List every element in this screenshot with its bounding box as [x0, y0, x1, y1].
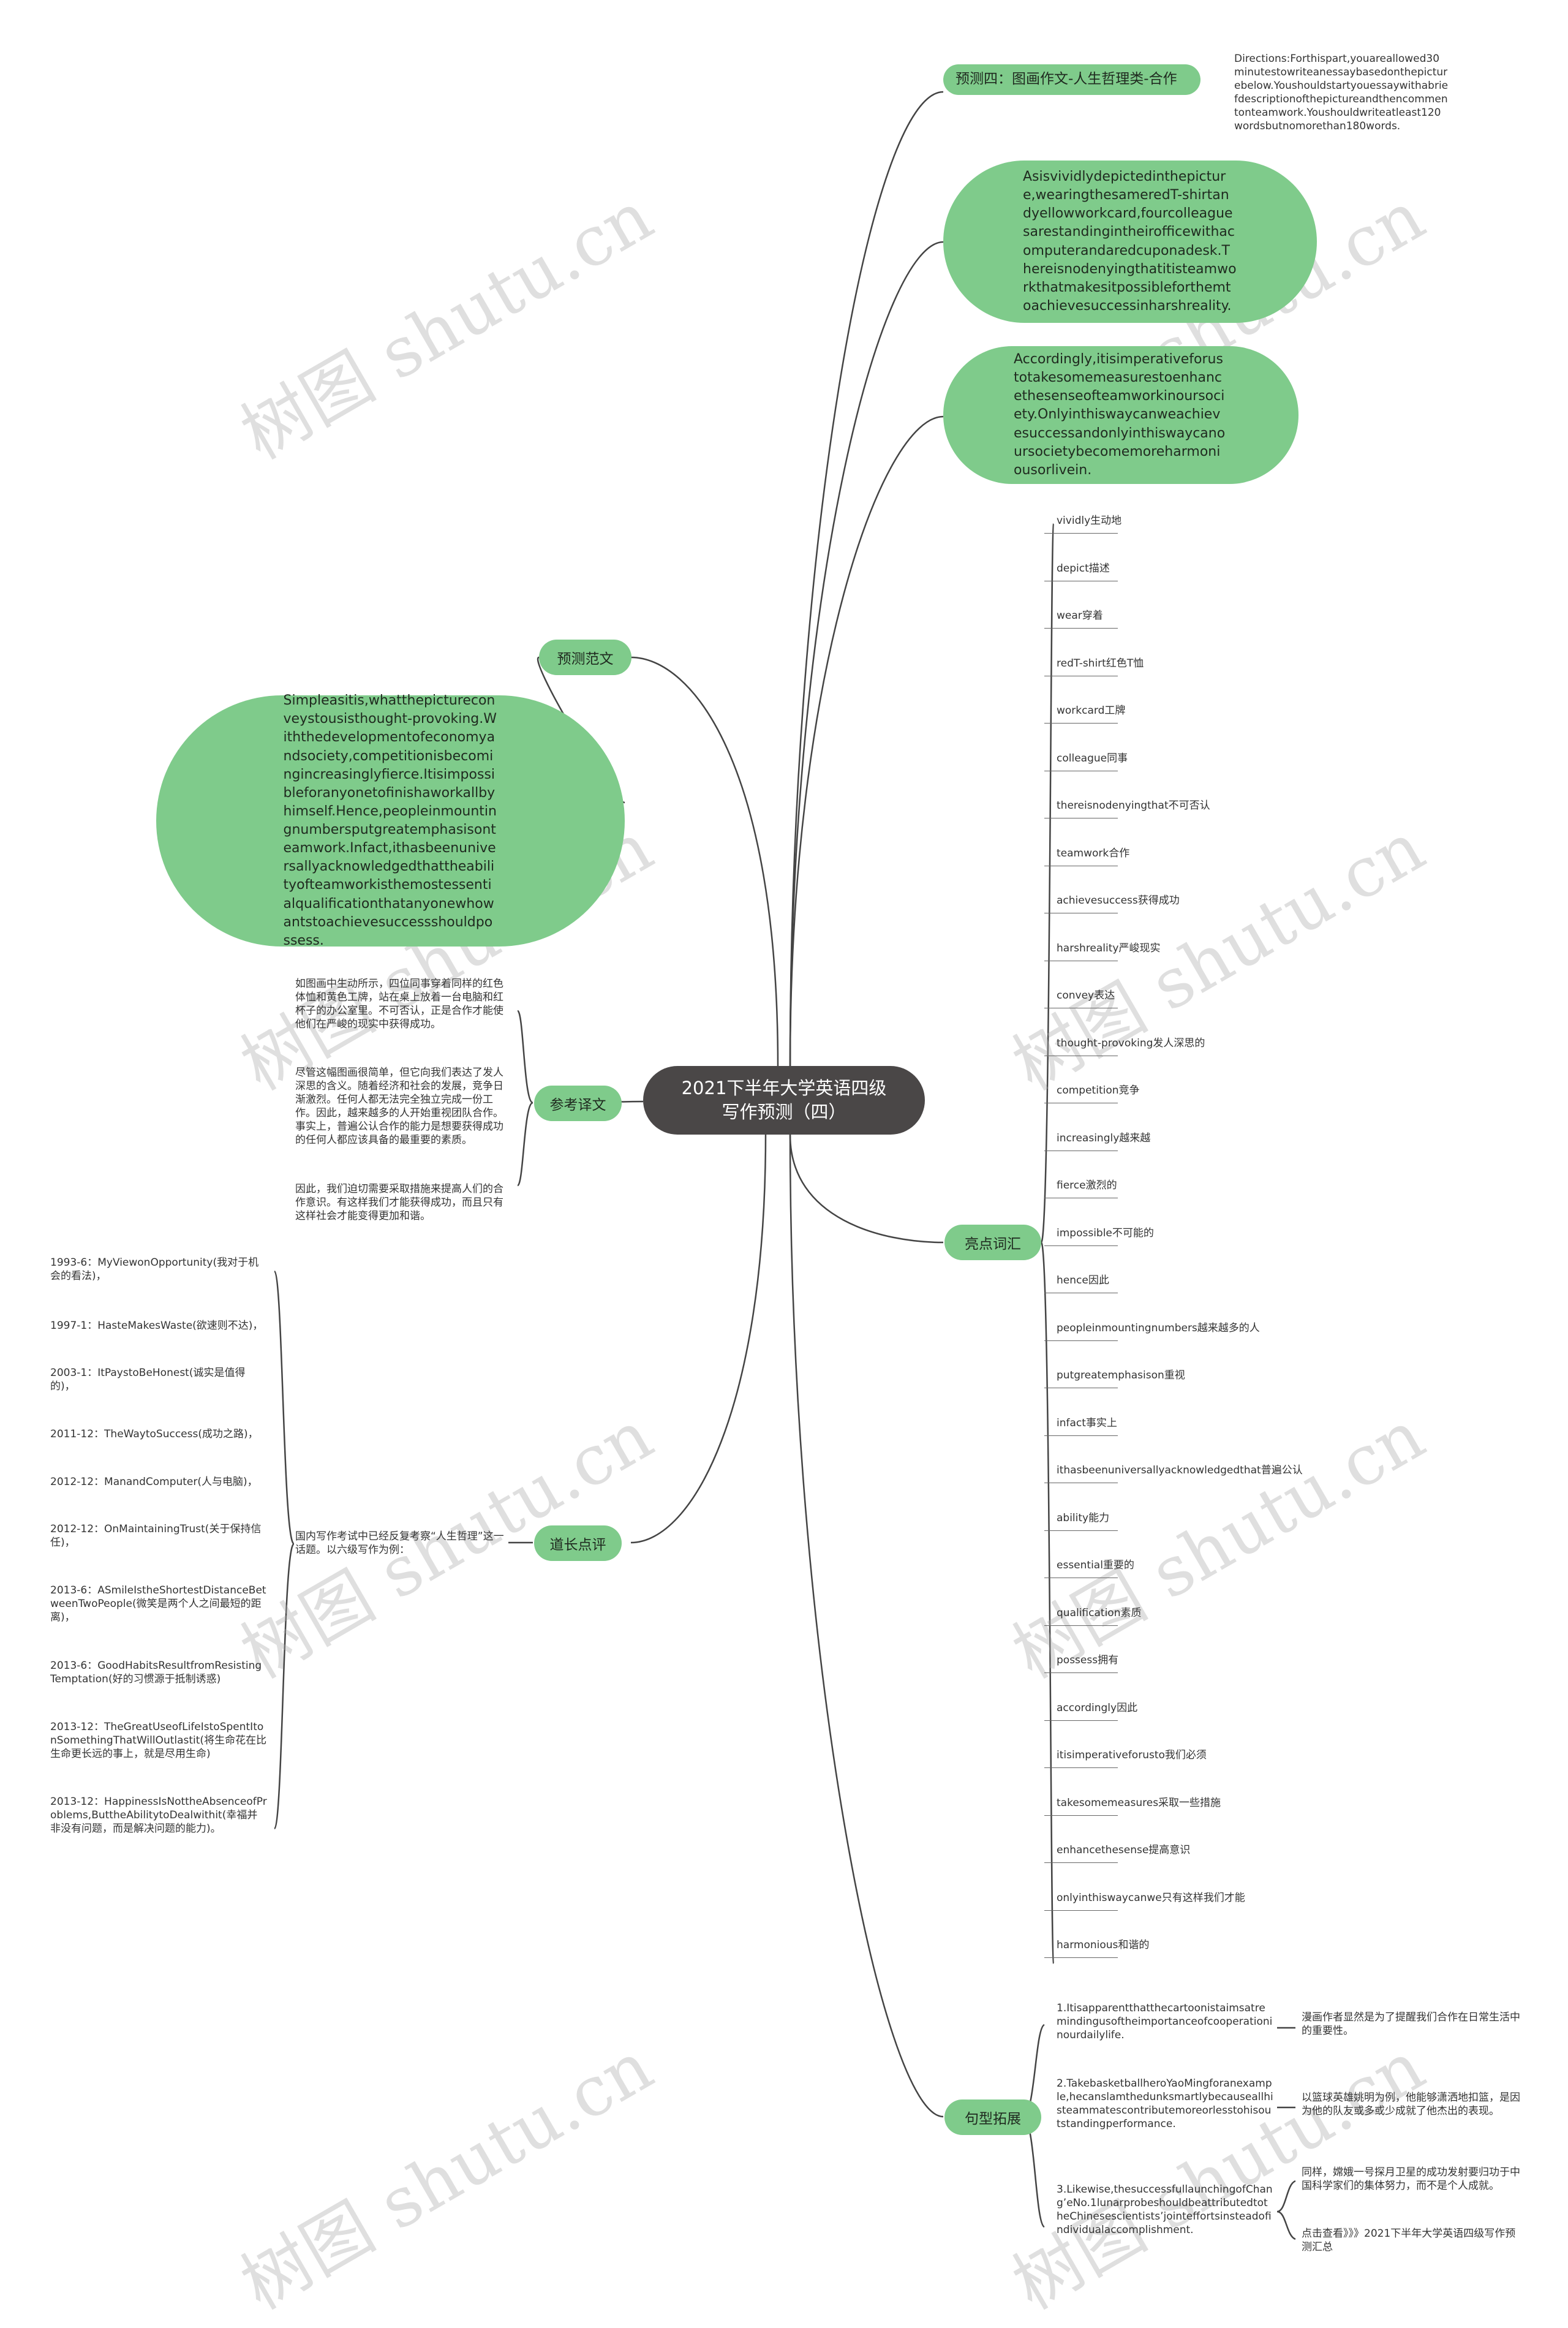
vocabulary-item: competition竞争 — [1057, 1084, 1140, 1097]
review-item: 2011-12：TheWaytoSuccess(成功之路)， — [50, 1428, 258, 1440]
review-item: 1997-1：HasteMakesWaste(欲速则不达)， — [50, 1320, 263, 1332]
paragraph-2-text: Simpleasitis,whatthepictureconveystousis… — [283, 693, 497, 948]
vocabulary-underline — [1044, 1530, 1118, 1531]
pattern-zh: 漫画作者显然是为了提醒我们合作在日常生活中的重要性。 — [1302, 2011, 1520, 2038]
paragraph-3-text: Accordingly,itisimperativeforustotakesom… — [1014, 352, 1226, 478]
vocabulary-item: infact事实上 — [1057, 1416, 1117, 1429]
review-item: 2003-1：ItPaystoBeHonest(诚实是值得的)， — [50, 1367, 246, 1393]
vocabulary-item: ability能力 — [1057, 1511, 1110, 1524]
vocabulary-underline — [1044, 723, 1118, 724]
review-item: 2012-12：ManandComputer(人与电脑)， — [50, 1476, 258, 1488]
patterns-label: 句型拓展 — [965, 2111, 1021, 2127]
review-intro: 国内写作考试中已经反复考察“人生哲理”这一话题。以六级写作为例： — [295, 1530, 504, 1557]
vocabulary-item: qualification素质 — [1057, 1606, 1142, 1619]
vocabulary-item: teamwork合作 — [1057, 847, 1130, 860]
vocabulary-underline — [1044, 1672, 1118, 1673]
vocabulary-underline — [1044, 628, 1118, 629]
prediction-directions: Directions:Forthispart,youareallowed30mi… — [1234, 53, 1449, 133]
pattern-en: 2.TakebasketballheroYaoMingforanexample,… — [1057, 2077, 1273, 2131]
translation-item: 因此，我们迫切需要采取措施来提高人们的合作意识。有这样我们才能获得成功，而且只有… — [295, 1183, 503, 1223]
paragraph-2-node[interactable]: Simpleasitis,whatthepictureconveystousis… — [156, 693, 625, 948]
vocabulary-underline — [1044, 1862, 1118, 1863]
vocabulary-underline — [1044, 1910, 1118, 1911]
vocabulary-underline — [1044, 1340, 1118, 1341]
vocabulary-item: possess拥有 — [1057, 1654, 1119, 1666]
vocabulary-item: impossible不可能的 — [1057, 1226, 1154, 1239]
vocabulary-item: vividly生动地 — [1057, 515, 1122, 527]
pattern-en: 3.Likewise,thesuccessfullaunchingofChang… — [1057, 2183, 1273, 2237]
vocabulary-item: putgreatemphasison重视 — [1057, 1369, 1185, 1381]
vocabulary-underline — [1044, 1720, 1118, 1721]
paragraph-1-text: Asisvividlydepictedinthepicture,wearingt… — [1023, 169, 1237, 314]
paragraph-3-node[interactable]: Accordingly,itisimperativeforustotakesom… — [943, 346, 1298, 484]
vocabulary-item: takesomemeasures采取一些措施 — [1057, 1796, 1221, 1809]
vocabulary-item: thereisnodenyingthat不可否认 — [1057, 799, 1210, 812]
pattern-zh: 同样，嫦娥一号探月卫星的成功发射要归功于中国科学家们的集体努力，而不是个人成就。 — [1302, 2166, 1520, 2193]
prediction-node[interactable]: 预测四：图画作文-人生哲理类-合作 — [943, 64, 1200, 95]
vocabulary-label: 亮点词汇 — [965, 1236, 1021, 1252]
paragraph-1-node[interactable]: Asisvividlydepictedinthepicture,wearingt… — [943, 161, 1317, 323]
vocabulary-item: accordingly因此 — [1057, 1701, 1138, 1714]
root-title: 2021下半年大学英语四级写作预测（四） — [681, 1077, 887, 1122]
vocabulary-underline — [1044, 1435, 1118, 1436]
vocabulary-item: thought-provoking发人深思的 — [1057, 1037, 1205, 1049]
vocabulary-item: itisimperativeforusto我们必须 — [1057, 1749, 1207, 1761]
vocabulary-item: workcard工牌 — [1057, 705, 1126, 717]
vocabulary-underline — [1044, 1245, 1118, 1246]
vocabulary-item: colleague同事 — [1057, 752, 1128, 765]
sample-essay-label: 预测范文 — [557, 651, 614, 667]
vocabulary-underline — [1044, 1957, 1118, 1958]
prediction-label: 预测四：图画作文-人生哲理类-合作 — [956, 71, 1177, 87]
review-node[interactable]: 道长点评 — [534, 1525, 622, 1561]
pattern-link[interactable]: 点击查看》》》2021下半年大学英语四级写作预测汇总 — [1302, 2228, 1516, 2254]
vocabulary-item: peopleinmountingnumbers越来越多的人 — [1057, 1321, 1260, 1334]
vocabulary-item: essential重要的 — [1057, 1559, 1134, 1571]
vocabulary-node[interactable]: 亮点词汇 — [944, 1225, 1041, 1260]
sample-essay-node[interactable]: 预测范文 — [539, 640, 631, 675]
vocabulary-item: onlyinthiswaycanwe只有这样我们才能 — [1057, 1891, 1245, 1904]
translation-item: 尽管这幅图画很简单，但它向我们表达了发人深思的含义。随着经济和社会的发展，竞争日… — [295, 1067, 503, 1147]
vocabulary-item: hence因此 — [1057, 1274, 1109, 1287]
vocabulary-item: achievesuccess获得成功 — [1057, 894, 1180, 907]
vocabulary-item: enhancethesense提高意识 — [1057, 1844, 1191, 1856]
vocabulary-item: harshreality严峻现实 — [1057, 942, 1161, 954]
review-item: 2013-12：TheGreatUseofLifeIstoSpentItonSo… — [50, 1721, 267, 1761]
vocabulary-item: redT-shirt红色T恤 — [1057, 657, 1144, 670]
patterns-node[interactable]: 句型拓展 — [944, 2099, 1041, 2135]
root-topic[interactable]: 2021下半年大学英语四级写作预测（四） — [643, 1066, 925, 1135]
vocabulary-item: increasingly越来越 — [1057, 1132, 1151, 1144]
vocabulary-item: wear穿着 — [1057, 610, 1103, 622]
review-item: 2013-6：GoodHabitsResultfromResistingTemp… — [50, 1660, 262, 1686]
vocabulary-item: harmonious和谐的 — [1057, 1939, 1150, 1951]
vocabulary-item: convey表达 — [1057, 989, 1115, 1002]
review-item: 1993-6：MyViewonOpportunity(我对于机会的看法)， — [50, 1257, 259, 1283]
review-item: 2013-6：ASmileIstheShortestDistanceBetwee… — [50, 1584, 266, 1624]
vocabulary-item: depict描述 — [1057, 562, 1110, 575]
vocabulary-underline — [1044, 1767, 1118, 1768]
review-label: 道长点评 — [549, 1537, 606, 1553]
vocabulary-underline — [1044, 1625, 1118, 1626]
translation-item: 如图画中生动所示，四位同事穿着同样的红色体恤和黄色工牌，站在桌上放着一台电脑和红… — [295, 978, 503, 1031]
translation-label: 参考译文 — [549, 1097, 606, 1113]
review-item: 2013-12：HappinessIsNottheAbsenceofProble… — [50, 1796, 267, 1835]
vocabulary-underline — [1044, 533, 1118, 534]
pattern-zh: 以篮球英雄姚明为例，他能够潇洒地扣篮，是因为他的队友或多或少成就了他杰出的表现。 — [1302, 2092, 1520, 2118]
vocabulary-underline — [1044, 1815, 1118, 1816]
pattern-en: 1.Itisapparentthatthecartoonistaimsatrem… — [1057, 2002, 1273, 2042]
vocabulary-item: ithasbeenuniversallyacknowledgedthat普遍公认 — [1057, 1464, 1303, 1476]
vocabulary-item: fierce激烈的 — [1057, 1179, 1117, 1192]
review-item: 2012-12：OnMaintainingTrust(关于保持信任)， — [50, 1523, 262, 1549]
translation-node[interactable]: 参考译文 — [534, 1086, 622, 1121]
